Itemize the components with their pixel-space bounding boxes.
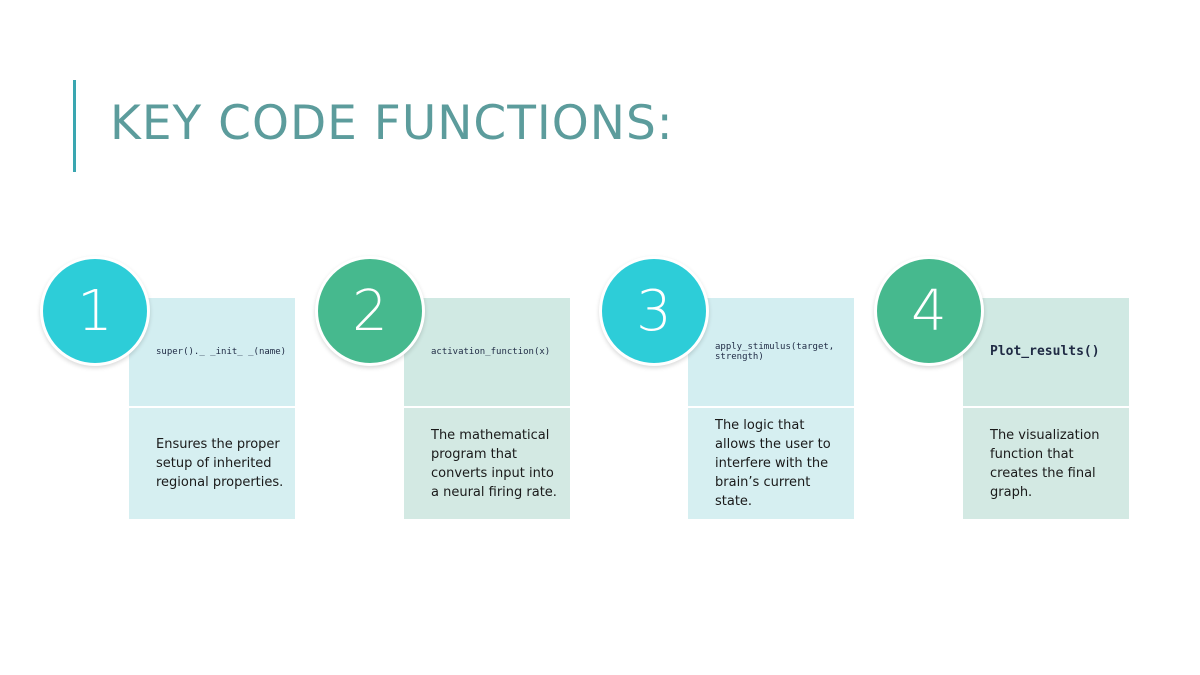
title-accent-bar [73, 80, 76, 172]
function-description-3: The logic that allows the user to interf… [688, 408, 854, 519]
function-code-1: super()._ _init_ _(name) [129, 298, 295, 406]
function-description-1: Ensures the proper setup of inherited re… [129, 408, 295, 519]
function-card-3: apply_stimulus(target, strength) The log… [688, 298, 854, 519]
function-code-3: apply_stimulus(target, strength) [688, 298, 854, 406]
function-code-2: activation_function(x) [404, 298, 570, 406]
function-card-1: super()._ _init_ _(name) Ensures the pro… [129, 298, 295, 519]
function-description-2: The mathematical program that converts i… [404, 408, 570, 519]
step-number-circle-1: 1 [40, 256, 150, 366]
function-code-4: Plot_results() [963, 298, 1129, 406]
slide-title: KEY CODE FUNCTIONS: [110, 96, 674, 151]
step-number-circle-3: 3 [599, 256, 709, 366]
step-number-circle-4: 4 [874, 256, 984, 366]
function-card-4: Plot_results() The visualization functio… [963, 298, 1129, 519]
function-description-4: The visualization function that creates … [963, 408, 1129, 519]
function-card-2: activation_function(x) The mathematical … [404, 298, 570, 519]
step-number-circle-2: 2 [315, 256, 425, 366]
